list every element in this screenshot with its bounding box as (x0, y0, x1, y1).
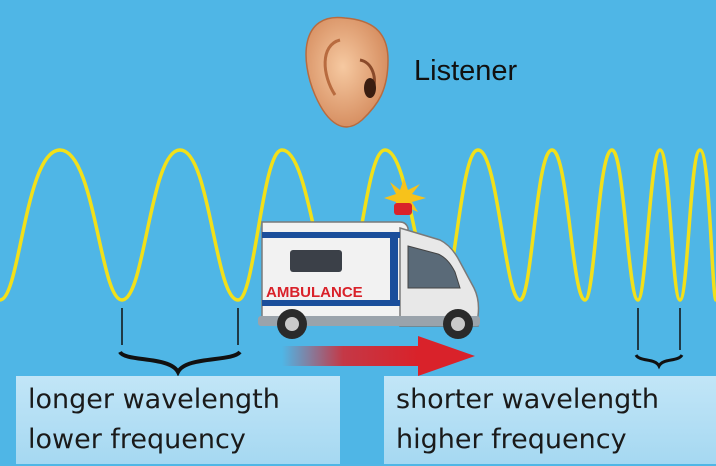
ambulance: AMBULANCE (258, 178, 480, 339)
caption-right-line2: higher frequency (396, 424, 627, 455)
ear-icon (305, 16, 389, 128)
ambulance-label: AMBULANCE (266, 284, 363, 301)
short-wavelength-brace (634, 308, 684, 370)
caption-left-line1: longer wavelength (28, 384, 280, 415)
motion-arrow (282, 336, 475, 376)
listener-label: Listener (414, 55, 518, 87)
siren-light-icon (384, 178, 426, 215)
shorter-wavelength-caption: shorter wavelength higher frequency (384, 376, 716, 464)
long-wavelength-brace (118, 308, 242, 377)
rear-wheel (277, 309, 307, 339)
sound-wave (0, 148, 716, 302)
longer-wavelength-caption: longer wavelength lower frequency (16, 376, 340, 464)
caption-right-line1: shorter wavelength (396, 384, 659, 415)
caption-left-line2: lower frequency (28, 424, 246, 455)
front-wheel (443, 309, 473, 339)
